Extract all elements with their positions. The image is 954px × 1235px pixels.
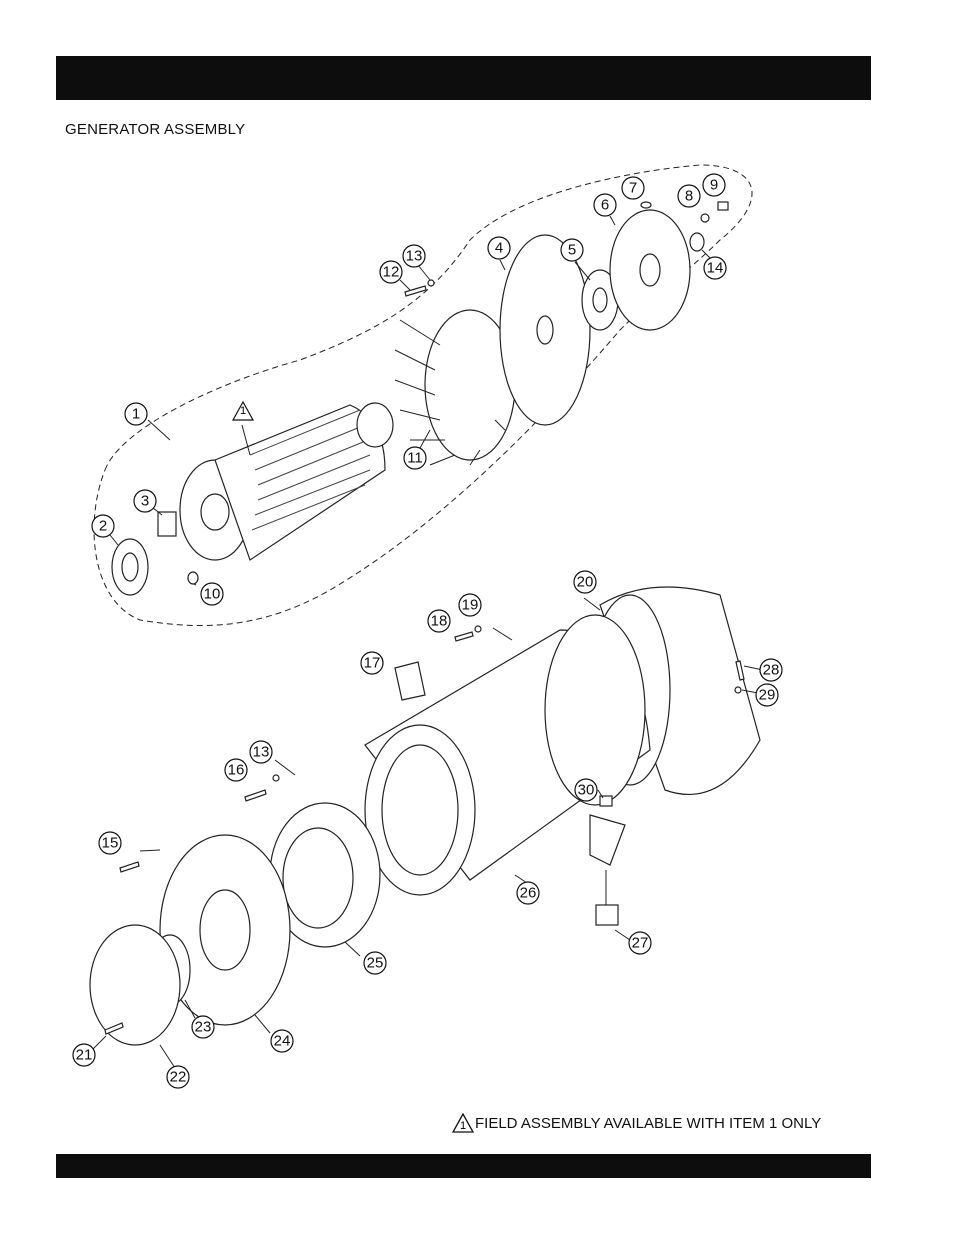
svg-text:5: 5	[568, 242, 576, 259]
svg-text:3: 3	[141, 493, 149, 510]
callout-29: 29	[756, 684, 778, 706]
callout-1: 1	[125, 403, 147, 425]
mount-bracket-part	[590, 815, 625, 865]
callout-28: 28	[760, 659, 782, 681]
svg-text:27: 27	[632, 935, 649, 952]
bolt-part	[245, 790, 266, 801]
svg-text:19: 19	[462, 597, 479, 614]
svg-text:29: 29	[759, 687, 776, 704]
callout-8: 8	[678, 185, 700, 207]
svg-text:7: 7	[629, 180, 637, 197]
svg-text:16: 16	[228, 762, 245, 779]
washer-part	[475, 626, 481, 632]
svg-text:22: 22	[170, 1069, 187, 1086]
footnote-text: FIELD ASSEMBLY AVAILABLE WITH ITEM 1 ONL…	[475, 1115, 821, 1132]
callout-7: 7	[622, 177, 644, 199]
screw-part	[718, 202, 728, 210]
warning-triangle-icon: 1	[452, 1113, 474, 1133]
callout-27: 27	[629, 932, 651, 954]
washer-part	[735, 687, 741, 693]
svg-text:4: 4	[495, 240, 503, 257]
svg-text:2: 2	[99, 518, 107, 535]
footnote: 1 FIELD ASSEMBLY AVAILABLE WITH ITEM 1 O…	[452, 1113, 821, 1133]
callout-26: 26	[517, 882, 539, 904]
svg-text:17: 17	[364, 655, 381, 672]
callout-30: 30	[575, 779, 597, 801]
callout-22: 22	[167, 1066, 189, 1088]
footer-bar	[56, 1154, 871, 1178]
svg-text:18: 18	[431, 613, 448, 630]
svg-text:13: 13	[406, 248, 423, 265]
callout-19: 19	[459, 594, 481, 616]
brush-holder-part	[158, 512, 176, 536]
washer-part	[428, 280, 434, 286]
end-cover-part	[90, 925, 180, 1045]
callout-13-lower: 13	[250, 741, 272, 763]
callout-3: 3	[134, 490, 156, 512]
key-part	[641, 202, 651, 208]
callout-15: 15	[99, 832, 121, 854]
washer-part	[273, 775, 279, 781]
svg-text:1: 1	[460, 1120, 466, 1132]
callout-6: 6	[594, 194, 616, 216]
callout-10: 10	[201, 583, 223, 605]
svg-text:10: 10	[204, 586, 221, 603]
svg-text:9: 9	[710, 177, 718, 194]
svg-text:8: 8	[685, 188, 693, 205]
svg-text:15: 15	[102, 835, 119, 852]
vibration-mount-part	[596, 870, 618, 925]
callout-11: 11	[404, 447, 426, 469]
svg-text:13: 13	[253, 744, 270, 761]
svg-text:14: 14	[707, 260, 724, 277]
svg-text:30: 30	[578, 782, 595, 799]
grommet-part	[395, 662, 425, 700]
svg-text:20: 20	[577, 574, 594, 591]
svg-text:28: 28	[763, 662, 780, 679]
callout-5: 5	[561, 239, 583, 261]
nut-part	[600, 796, 612, 806]
svg-text:1: 1	[132, 406, 140, 423]
lock-washer-part	[701, 214, 709, 222]
callout-17: 17	[361, 652, 383, 674]
bolt-part	[455, 632, 473, 641]
callout-23: 23	[192, 1016, 214, 1038]
callout-2: 2	[92, 515, 114, 537]
svg-text:1: 1	[240, 405, 246, 417]
svg-text:23: 23	[195, 1019, 212, 1036]
nut-part	[690, 233, 704, 251]
svg-text:24: 24	[274, 1033, 291, 1050]
callout-4: 4	[488, 237, 510, 259]
svg-text:11: 11	[407, 450, 423, 467]
callout-25: 25	[364, 952, 386, 974]
svg-text:21: 21	[76, 1047, 93, 1064]
callout-24: 24	[271, 1030, 293, 1052]
callout-21: 21	[73, 1044, 95, 1066]
callout-12: 12	[380, 261, 402, 283]
svg-text:26: 26	[520, 885, 537, 902]
callout-14: 14	[704, 257, 726, 279]
callout-16: 16	[225, 759, 247, 781]
clip-part	[188, 572, 198, 584]
bolt-part	[120, 862, 139, 872]
callout-13: 13	[403, 245, 425, 267]
svg-text:6: 6	[601, 197, 609, 214]
svg-text:12: 12	[383, 264, 400, 281]
fan-part	[395, 310, 515, 465]
callout-18: 18	[428, 610, 450, 632]
bearing-part	[112, 539, 148, 595]
field-warning-marker: 1	[233, 402, 253, 420]
callout-9: 9	[703, 174, 725, 196]
callout-20: 20	[574, 571, 596, 593]
svg-text:25: 25	[367, 955, 384, 972]
rotor-part	[180, 403, 393, 560]
